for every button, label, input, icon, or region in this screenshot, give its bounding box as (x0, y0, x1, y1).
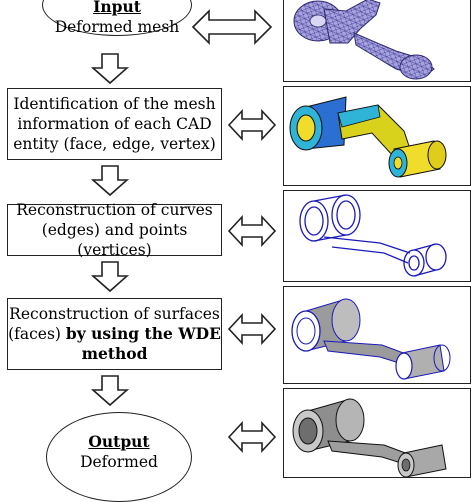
surfaces-line-1: Reconstruction of surfaces (9, 305, 220, 323)
double-arrow-5 (227, 420, 277, 454)
step-identification-box: Identification of the mesh information o… (7, 88, 222, 160)
panel-wireframe (283, 190, 471, 282)
double-arrow-2 (227, 108, 277, 142)
down-arrow-1 (90, 53, 130, 85)
panel-output-model (283, 388, 471, 478)
identification-line-2: information of each CAD (17, 115, 212, 133)
output-title: Output (88, 432, 150, 451)
step-curves-box: Reconstruction of curves (edges) and poi… (7, 201, 222, 259)
identification-line-1: Identification of the mesh (13, 95, 216, 113)
output-model-image (292, 398, 447, 477)
down-arrow-3 (90, 261, 130, 293)
double-arrow-4 (227, 312, 277, 346)
surfaces-line-2-plain: (faces) (8, 325, 66, 343)
double-arrow-1 (191, 9, 273, 45)
down-arrow-4 (90, 375, 130, 407)
surfaces-line-2-bold: by using the WDE (65, 324, 221, 343)
output-ellipse: Output Deformed (46, 412, 192, 502)
input-text: Deformed mesh (54, 18, 180, 36)
output-text: Deformed (80, 453, 158, 471)
wireframe-image (299, 194, 447, 277)
panel-cad-entities (283, 86, 471, 186)
surfaces-image (291, 298, 451, 380)
curves-line-1: Reconstruction of curves (16, 201, 213, 219)
double-arrow-3 (227, 214, 277, 248)
surfaces-line-3: method (81, 344, 148, 363)
input-ellipse: Input Deformed mesh (42, 0, 192, 36)
down-arrow-2 (90, 165, 130, 197)
panel-deformed-mesh (283, 0, 471, 82)
colored-entities-image (289, 96, 447, 178)
panel-surfaces (283, 286, 471, 384)
step-surfaces-box: Reconstruction of surfaces (faces) by us… (7, 298, 222, 370)
mesh-part-image (293, 0, 435, 80)
curves-line-2: (edges) and points (vertices) (41, 221, 188, 259)
surfaces-line-2: (faces) by using the WDE (8, 324, 221, 344)
input-title: Input (93, 0, 141, 16)
identification-line-3: entity (face, edge, vertex) (13, 135, 216, 153)
